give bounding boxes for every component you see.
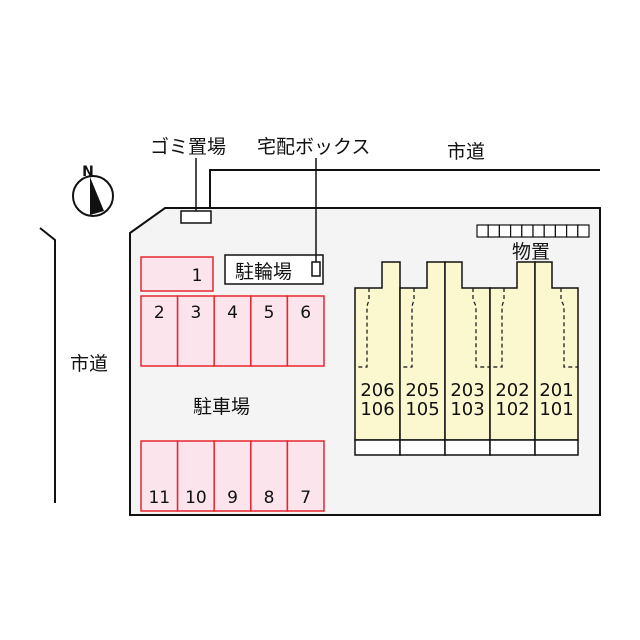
parking-label: 駐車場 <box>193 396 250 418</box>
parking-space-number: 9 <box>227 488 238 508</box>
storage-box <box>565 224 579 238</box>
parking-space-number: 11 <box>148 488 170 508</box>
parking-space <box>176 295 215 367</box>
unit-number-lower: 102 <box>495 399 529 420</box>
garbage-area <box>180 210 212 224</box>
storage-box <box>554 224 568 238</box>
interior-dashed-line <box>400 288 415 368</box>
bicycle-parking <box>224 254 324 285</box>
road-label-top: 市道 <box>447 141 485 163</box>
parking-space <box>176 440 215 512</box>
road-line-left <box>39 227 56 503</box>
unit-number-lower: 105 <box>405 399 439 420</box>
balcony <box>489 439 536 456</box>
storage-boxes <box>476 224 590 238</box>
storage-box <box>487 224 501 238</box>
parking-space-number: 10 <box>185 488 207 508</box>
parking-space <box>140 256 214 292</box>
delivery-box-label: 宅配ボックス <box>257 136 370 158</box>
parking-space <box>286 440 325 512</box>
north-label: N <box>82 164 94 180</box>
delivery-box <box>311 261 321 277</box>
parking-space-number: 8 <box>264 488 275 508</box>
storage-label: 物置 <box>512 241 550 263</box>
parking-space <box>250 440 289 512</box>
unit-number-upper: 202 <box>495 380 529 401</box>
storage-box <box>521 224 534 238</box>
parking-space-number: 3 <box>190 303 201 323</box>
parking-space <box>286 295 325 367</box>
parking-space <box>213 295 252 367</box>
parking-space-number: 5 <box>264 303 275 323</box>
parking-space-number: 7 <box>300 488 311 508</box>
road-label-left: 市道 <box>70 353 108 375</box>
road-line-top <box>209 169 600 208</box>
interior-dashed-line <box>560 288 578 368</box>
storage-box <box>543 224 557 238</box>
balcony <box>399 439 446 456</box>
parking-space-number: 1 <box>192 266 203 286</box>
interior-dashed-line <box>355 288 370 368</box>
interior-dashed-line <box>472 288 490 368</box>
storage-box <box>476 224 489 238</box>
parking-space-number: 4 <box>227 303 238 323</box>
unit-number-upper: 205 <box>405 380 439 401</box>
balcony <box>534 439 579 456</box>
unit-number-upper: 203 <box>450 380 484 401</box>
unit-number-lower: 106 <box>360 399 394 420</box>
interior-dashed-line <box>490 288 505 368</box>
unit-number-lower: 101 <box>539 399 573 420</box>
parking-space <box>250 295 289 367</box>
storage-box <box>510 224 523 238</box>
parking-space-number: 2 <box>154 303 165 323</box>
parking-space-number: 6 <box>300 303 311 323</box>
balcony <box>354 439 401 456</box>
bicycle-parking-label: 駐輪場 <box>235 261 292 283</box>
parking-space <box>140 295 179 367</box>
unit-number-upper: 201 <box>539 380 573 401</box>
unit-number-upper: 206 <box>360 380 394 401</box>
storage-box <box>498 224 512 238</box>
balcony <box>444 439 491 456</box>
storage-box <box>577 224 590 238</box>
north-compass-icon: N <box>72 164 114 217</box>
garbage-label: ゴミ置場 <box>150 136 226 158</box>
parking-space <box>213 440 252 512</box>
storage-box <box>532 224 545 238</box>
unit-number-lower: 103 <box>450 399 484 420</box>
